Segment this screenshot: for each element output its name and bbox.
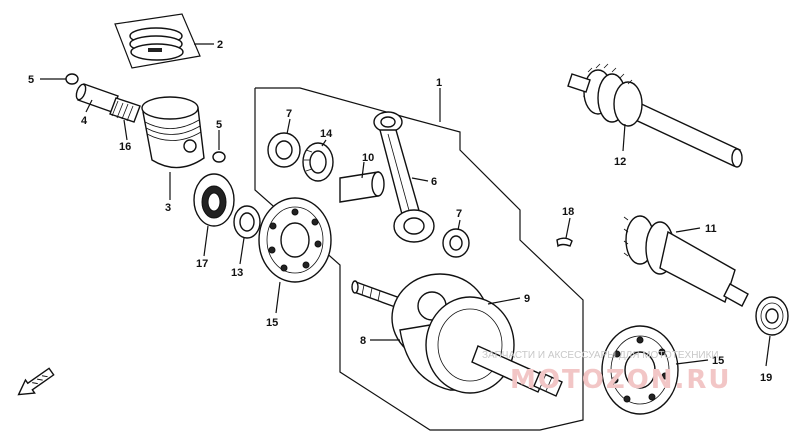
crankshaft-ball-bearing-left — [258, 197, 332, 283]
callout-labels: 1 2 3 4 5 5 6 7 7 8 9 10 11 12 13 14 15 … — [28, 39, 772, 384]
piston-pin — [75, 83, 119, 113]
piston-ring-set — [114, 13, 201, 69]
piston-pin-clip-left — [65, 73, 79, 85]
small-end-needle-bearing — [109, 97, 141, 123]
callout-7-lower: 7 — [456, 208, 462, 220]
callout-7-upper: 7 — [286, 108, 292, 120]
crankcase-oil-seal — [193, 173, 235, 227]
balancer-shaft-bearing — [755, 296, 789, 336]
crank-pin — [339, 171, 385, 203]
callout-2: 2 — [217, 39, 223, 51]
callout-14: 14 — [320, 128, 333, 140]
callout-19: 19 — [760, 372, 772, 384]
callout-17: 17 — [196, 258, 208, 270]
front-arrow-icon — [17, 367, 55, 396]
callout-15-right: 15 — [712, 355, 724, 367]
primary-drive-shaft — [567, 63, 743, 168]
callout-10: 10 — [362, 152, 374, 164]
crankshaft-ball-bearing-right — [601, 325, 679, 415]
leader-lines — [40, 43, 771, 367]
callout-13: 13 — [231, 267, 243, 279]
callout-3: 3 — [165, 202, 171, 214]
big-end-needle-bearing — [302, 142, 334, 182]
crank-thrust-washer-upper — [267, 132, 301, 168]
callout-9: 9 — [524, 293, 530, 305]
assembly-outline — [254, 87, 584, 431]
watermark-logo: MOTOZON.RU — [510, 365, 732, 395]
callout-16: 16 — [119, 141, 131, 153]
callout-5-right: 5 — [216, 119, 222, 131]
callout-5-left: 5 — [28, 74, 34, 86]
watermark-caption: ЗАПЧАСТИ И АКСЕССУАРЫ ДЛЯ МОТОТЕХНИКИ — [482, 350, 719, 361]
crankshaft — [351, 273, 563, 397]
piston — [141, 96, 205, 169]
callout-4: 4 — [81, 115, 88, 127]
callout-15-left: 15 — [266, 317, 278, 329]
woodruff-key — [556, 237, 573, 248]
crank-thrust-washer-lower — [442, 228, 470, 258]
balancer-shaft — [623, 215, 749, 307]
callout-12: 12 — [614, 156, 626, 168]
callout-11: 11 — [705, 223, 717, 235]
piston-pin-clip-right — [212, 151, 226, 163]
crankshaft-collar — [233, 205, 261, 239]
callout-8: 8 — [360, 335, 366, 347]
callout-6: 6 — [431, 176, 437, 188]
callout-1: 1 — [436, 77, 442, 89]
connecting-rod — [373, 111, 435, 243]
callout-18: 18 — [562, 206, 574, 218]
